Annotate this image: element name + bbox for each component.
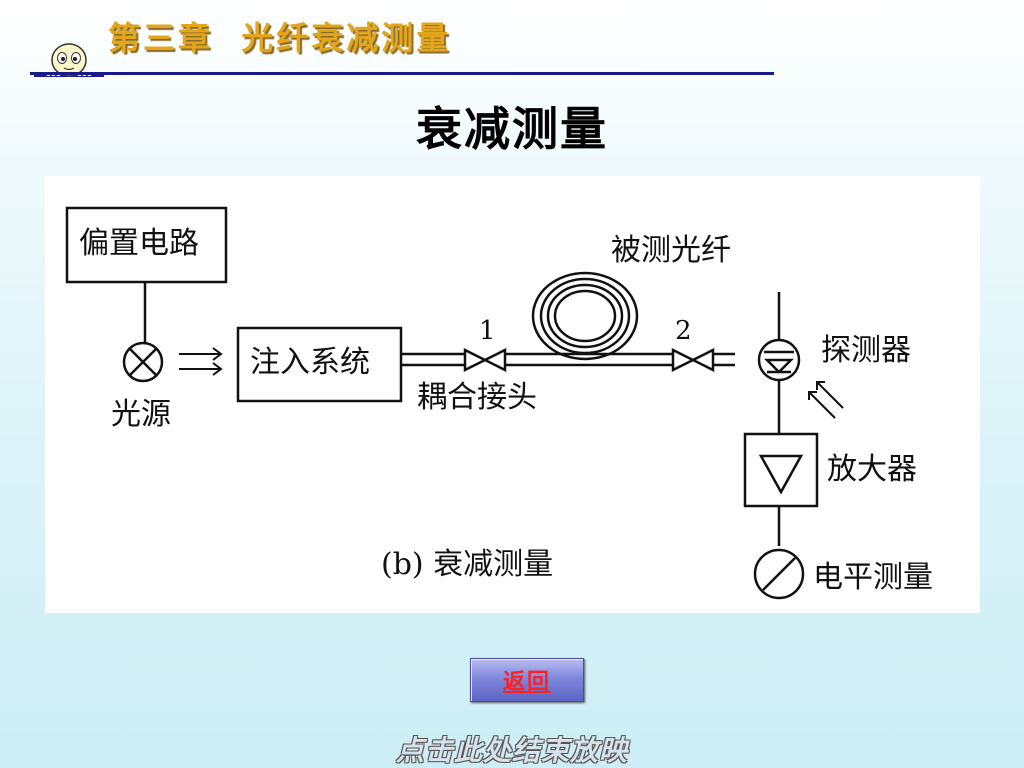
diagram-drawing (65, 206, 844, 600)
connector-2-label: 2 (675, 316, 692, 346)
injection-system-label: 注入系统 (250, 345, 370, 380)
amplifier-triangle-icon (758, 454, 804, 495)
end-show-link[interactable]: 点击此处结束放映 (395, 734, 628, 767)
amplifier-label: 放大器 (827, 452, 917, 487)
mascot-logo-icon (34, 43, 104, 78)
return-button-label: 返回 (502, 669, 551, 695)
level-measurement-label: 电平测量 (813, 560, 933, 595)
fiber-under-test-label: 被测光纤 (611, 233, 731, 268)
detector-icon (757, 338, 801, 382)
detector-label: 探测器 (821, 333, 911, 368)
fiber-coil-icon (531, 271, 639, 361)
chapter-title: 第三章 光纤衰减测量 (108, 19, 452, 57)
header-divider (30, 72, 774, 75)
level-meter-icon (753, 548, 805, 600)
connector-2-icon (671, 347, 715, 373)
return-button[interactable]: 返回 (470, 658, 584, 702)
light-source-label: 光源 (111, 397, 171, 432)
chapter-header: 第三章 光纤衰减测量 (0, 0, 790, 90)
emission-arrows-icon (179, 347, 223, 376)
bias-circuit-label: 偏置电路 (79, 226, 199, 261)
attenuation-measurement-diagram: 偏置电路 光源 注入系统 1 耦合接头 被测光纤 2 探测器 放大器 电平测量 … (45, 176, 980, 613)
light-source-icon (122, 341, 164, 383)
amplifier-box (743, 432, 819, 508)
slide-title: 衰减测量 (416, 102, 608, 156)
bias-circuit-box (65, 206, 228, 284)
connector-1-label: 1 (479, 316, 496, 346)
incident-light-arrows-icon (808, 381, 844, 419)
diagram-caption: (b) 衰减测量 (381, 547, 554, 582)
connector-1-icon (463, 347, 507, 373)
coupling-connector-label: 耦合接头 (417, 380, 537, 415)
